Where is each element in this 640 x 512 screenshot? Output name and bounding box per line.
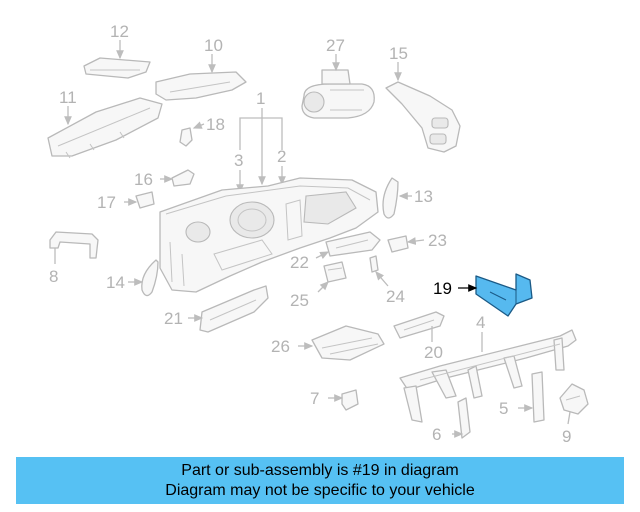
part-5-shape [531,371,545,423]
part-info-banner: Part or sub-assembly is #19 in diagram D… [16,457,624,504]
callout-9: 9 [562,427,571,446]
callout-19: 19 [433,279,452,298]
part-20-shape [393,311,445,339]
callout-17: 17 [97,193,116,212]
callout-14: 14 [106,273,125,292]
callout-11: 11 [59,88,77,107]
callout-26: 26 [271,337,290,356]
part-14-shape [141,259,159,297]
parts-diagram: 12 10 11 18 27 15 1 2 3 [47,22,589,446]
part-18-shape [179,127,193,147]
callout-3: 3 [234,151,243,170]
callout-2: 2 [277,147,286,166]
part-17-shape [135,191,155,209]
callout-16: 16 [134,170,153,189]
callout-5: 5 [499,399,508,418]
part-25-shape [323,261,347,283]
part-26-shape [311,325,385,361]
callout-25: 25 [290,291,309,310]
callout-6: 6 [432,425,441,444]
callout-8: 8 [49,267,58,286]
part-6-shape [457,397,471,439]
callout-21: 21 [164,309,183,328]
banner-line-2: Diagram may not be specific to your vehi… [165,482,475,499]
callout-7: 7 [310,389,319,408]
part-7-shape [341,389,359,411]
part-22-shape [325,231,381,257]
part-10-shape [155,71,247,101]
callout-4: 4 [476,313,485,332]
callout-20: 20 [424,343,443,362]
part-19-highlighted-shape [475,273,533,317]
part-8-shape [49,231,99,259]
callout-10: 10 [204,36,223,55]
part-4-shape [399,329,577,423]
part-15-shape [385,81,461,153]
part-24-shape [369,255,379,273]
part-13-shape [382,177,399,219]
instrument-panel-shape [159,177,379,293]
callout-13: 13 [414,187,433,206]
part-12-shape [83,57,151,79]
part-27-shape [301,69,375,119]
callout-22: 22 [290,253,309,272]
part-16-shape [171,169,195,187]
callout-12: 12 [110,22,129,41]
callout-24: 24 [386,287,405,306]
callout-15: 15 [389,44,408,63]
part-21-shape [199,285,269,333]
callout-23: 23 [428,231,447,250]
part-23-shape [387,235,409,253]
callout-27: 27 [326,36,345,55]
callout-18: 18 [206,115,225,134]
part-11-shape [47,97,163,159]
banner-line-1: Part or sub-assembly is #19 in diagram [181,462,459,479]
callout-1: 1 [256,89,265,108]
part-9-shape [559,383,589,415]
